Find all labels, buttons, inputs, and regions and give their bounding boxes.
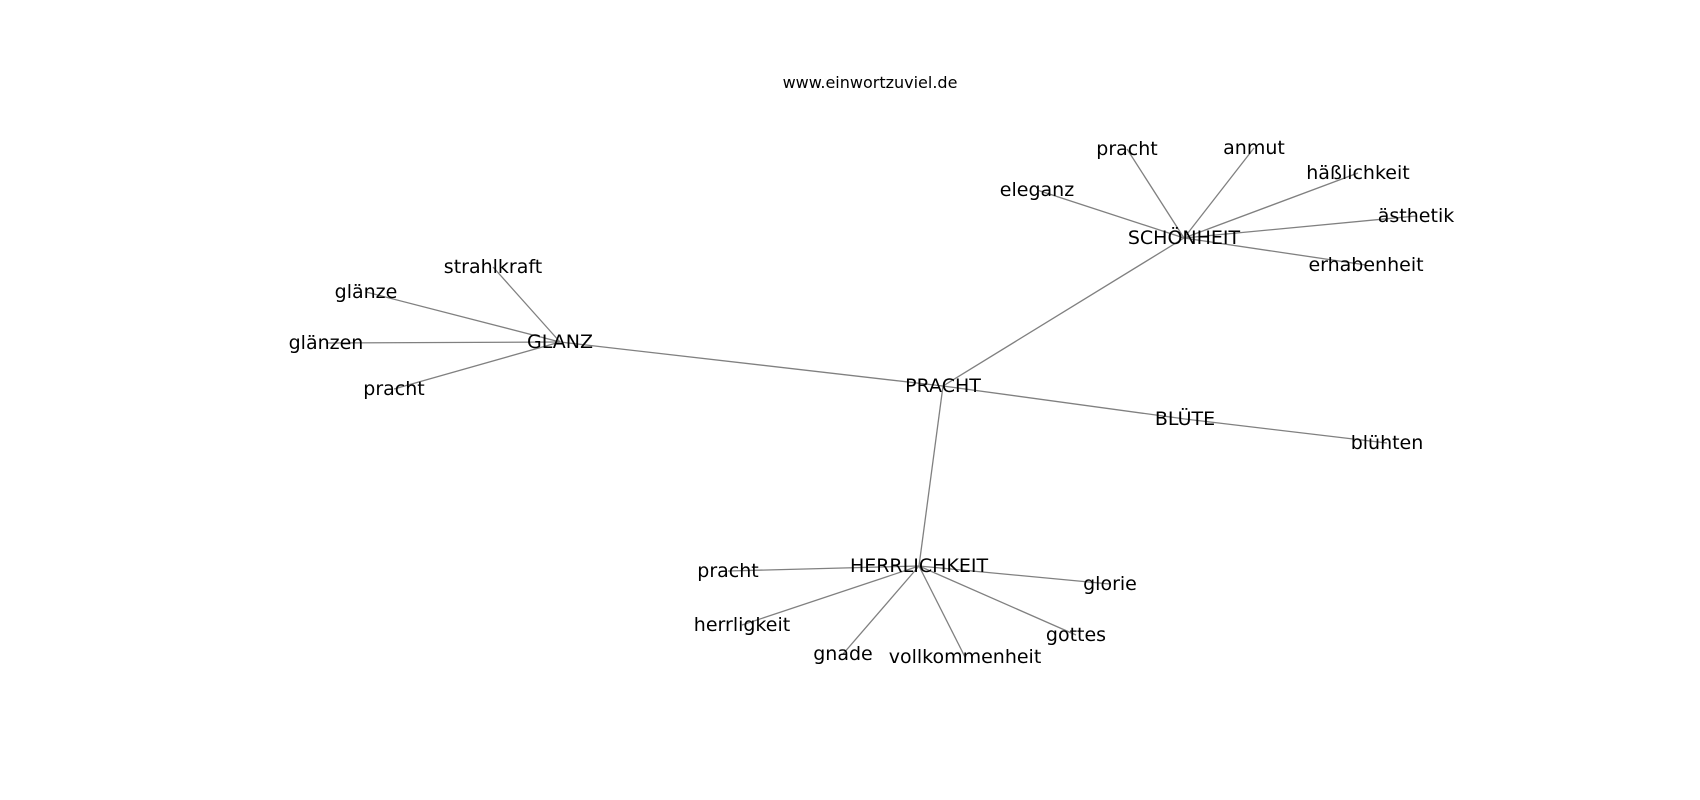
edge-pracht_center-schoenheit [942, 237, 1185, 387]
edges-layer [325, 147, 1417, 658]
node-s-eleganz: eleganz [1000, 179, 1074, 201]
edge-glanz-g_glaenze [365, 291, 561, 343]
edge-schoenheit-s_pracht [1126, 148, 1185, 239]
node-h-herrligkeit: herrligkeit [694, 614, 790, 636]
edge-pracht_center-herrlichkeit [918, 385, 944, 567]
node-bluete: BLÜTE [1155, 407, 1215, 430]
node-g-strahlkraft: strahlkraft [444, 256, 542, 278]
edge-herrlichkeit-h_glorie [918, 565, 1111, 585]
node-s-erhabenheit: erhabenheit [1308, 254, 1423, 276]
node-s-aesthetik: ästhetik [1378, 205, 1454, 227]
node-herrlichkeit: HERRLICHKEIT [850, 555, 989, 577]
edge-schoenheit-s_aesthetik [1183, 215, 1417, 239]
node-h-gottes: gottes [1046, 624, 1106, 646]
edge-pracht_center-glanz [559, 341, 944, 387]
edge-schoenheit-s_eleganz [1036, 189, 1185, 239]
edge-schoenheit-s_erhabenheit [1183, 237, 1367, 266]
node-h-glorie: glorie [1083, 573, 1137, 595]
node-g-glaenze: glänze [335, 281, 398, 303]
node-pracht-center: PRACHT [905, 375, 981, 397]
edge-glanz-g_glaenzen [325, 341, 561, 344]
edge-herrlichkeit-h_vollkommenheit [918, 565, 966, 658]
node-glanz: GLANZ [527, 331, 593, 353]
edge-glanz-g_pracht [393, 341, 561, 390]
edge-glanz-g_strahlkraft [492, 266, 561, 343]
watermark-text: www.einwortzuviel.de [783, 73, 958, 92]
node-h-vollkommenheit: vollkommenheit [889, 646, 1042, 668]
node-g-pracht: pracht [363, 378, 424, 400]
edge-pracht_center-bluete [942, 385, 1186, 420]
node-s-pracht: pracht [1096, 138, 1157, 160]
node-b-bluehten: blühten [1351, 432, 1424, 454]
edge-herrlichkeit-h_gnade [842, 565, 920, 655]
node-h-pracht: pracht [697, 560, 758, 582]
edge-herrlichkeit-h_pracht [727, 565, 920, 572]
nodes-layer: PRACHT SCHÖNHEIT GLANZ BLÜTE HERRLICHKEIT pra… [289, 137, 1455, 668]
edge-bluete-b_bluehten [1184, 418, 1388, 444]
node-s-anmut: anmut [1223, 137, 1285, 159]
edge-schoenheit-s_anmut [1183, 147, 1255, 239]
edge-herrlichkeit-h_gottes [918, 565, 1077, 636]
edge-herrlichkeit-h_herrligkeit [741, 565, 920, 626]
node-s-haesslichkeit: häßlichkeit [1306, 162, 1409, 184]
node-h-gnade: gnade [813, 643, 873, 665]
node-schoenheit: SCHÖNHEIT [1128, 226, 1241, 249]
edge-schoenheit-s_haesslichkeit [1183, 172, 1359, 239]
node-g-glaenzen: glänzen [289, 332, 364, 354]
